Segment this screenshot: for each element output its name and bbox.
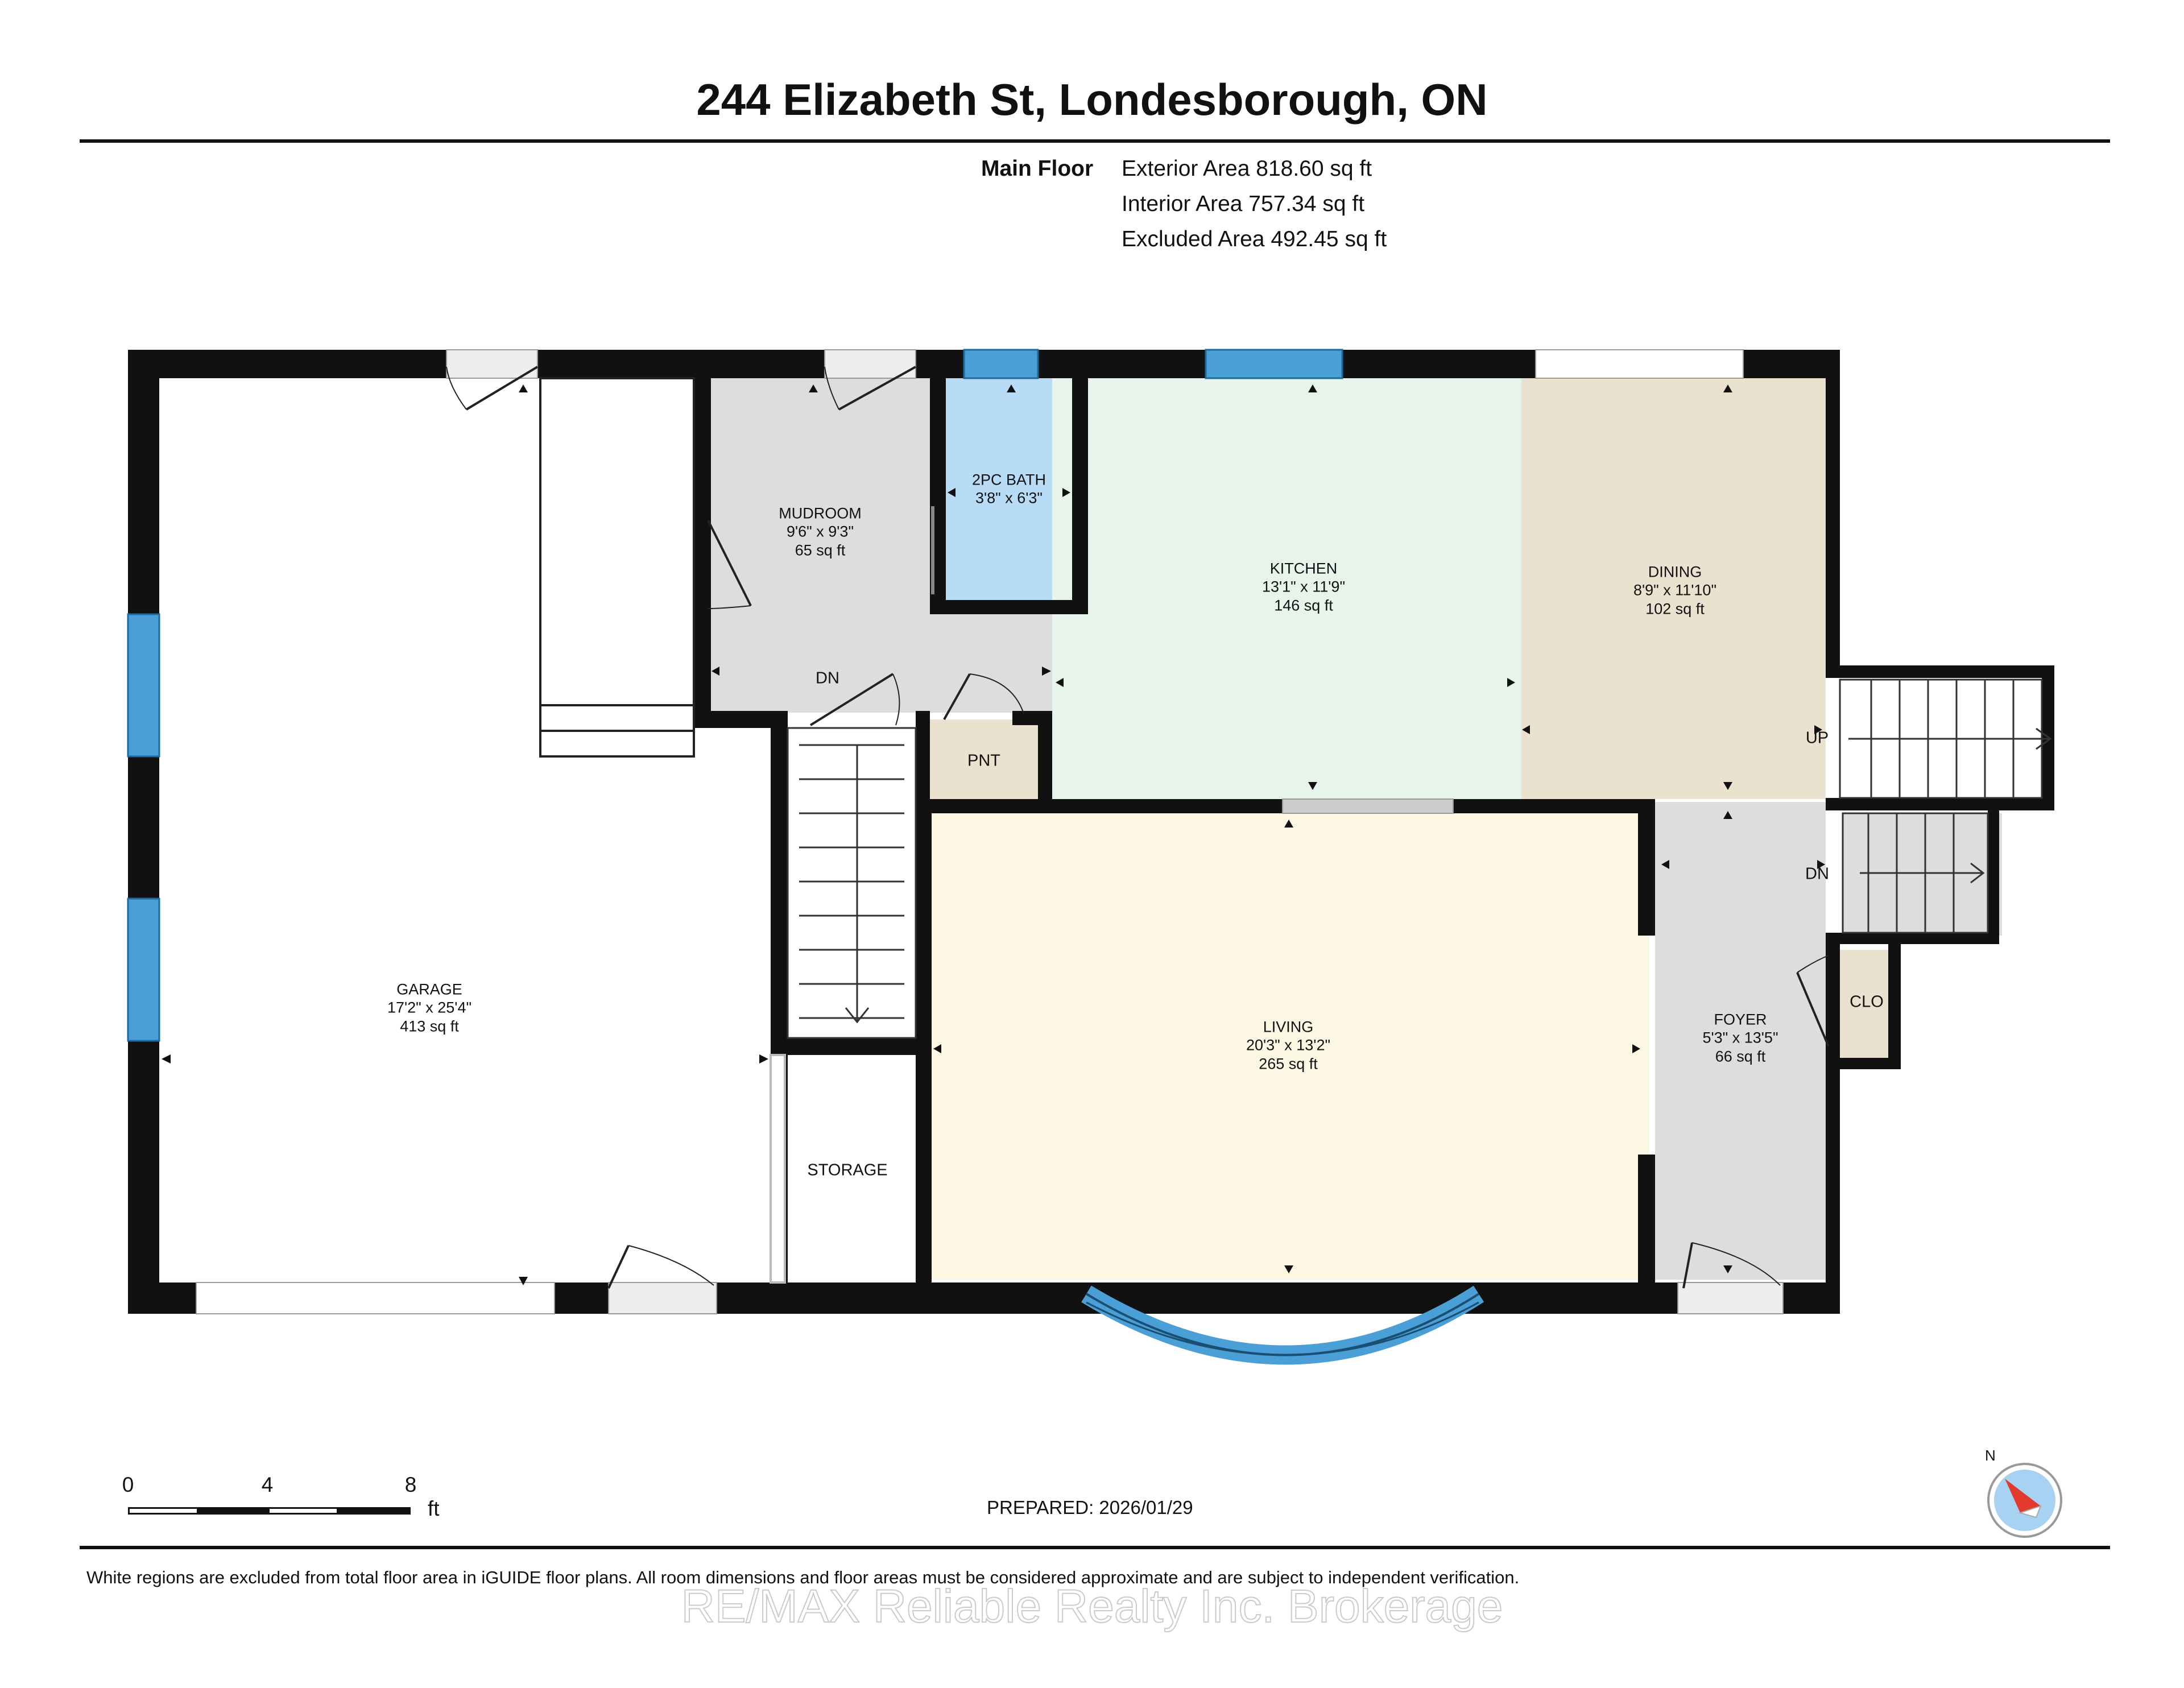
- room-bath: 2PC BATH 3'8" x 6'3": [972, 471, 1046, 508]
- header-divider: [80, 139, 2110, 143]
- room-name: LIVING: [1263, 1018, 1314, 1036]
- pantry-fill: [927, 719, 1038, 799]
- wall-bath-right: [1072, 378, 1088, 614]
- stairs-up: [1839, 678, 2052, 799]
- wall-top-right: [1749, 350, 1840, 378]
- room-closet: CLO: [1850, 992, 1884, 1011]
- garage-window-lower: [127, 897, 160, 1042]
- room-dims: 9'6" x 9'3": [786, 523, 854, 540]
- door-swings: [446, 366, 1830, 1289]
- dining-fill: [1521, 378, 1826, 799]
- scale-tick-4: 4: [261, 1473, 274, 1496]
- wall-right-upper: [1826, 350, 1840, 671]
- room-pantry: PNT: [967, 751, 1000, 770]
- excluded-area: Excluded Area 492.45 sq ft: [1122, 227, 1387, 251]
- bath-fill: [944, 378, 1072, 603]
- walls: [128, 350, 2054, 1314]
- foyer-door-gap: [1677, 1282, 1784, 1314]
- page-title: 244 Elizabeth St, Londesborough, ON: [696, 75, 1488, 125]
- floor-plan: [127, 349, 2054, 1365]
- wall-living-right: [1638, 799, 1655, 936]
- mud-top-door-gap: [824, 349, 916, 379]
- wall-mudroom-bottom: [694, 711, 774, 728]
- room-kitchen: KITCHEN 13'1" x 11'9" 146 sq ft: [1262, 559, 1345, 614]
- wall-stair-up-bottom: [1826, 798, 2054, 810]
- room-dims: 13'1" x 11'9": [1261, 578, 1346, 595]
- disclaimer-text: White regions are excluded from total fl…: [86, 1567, 1520, 1587]
- room-area: 146 sq ft: [1274, 597, 1333, 614]
- room-name: KITCHEN: [1269, 560, 1338, 577]
- room-dims: 5'3" x 13'5": [1702, 1029, 1778, 1046]
- room-dims: 8'9" x 11'10": [1633, 581, 1717, 599]
- wall-bath-bottom: [930, 600, 1088, 614]
- foyer-fill: [1655, 802, 1826, 1280]
- room-foyer: FOYER 5'3" x 13'5" 66 sq ft: [1702, 1010, 1778, 1065]
- room-area: 65 sq ft: [795, 541, 846, 559]
- wall-stair-bottom: [771, 1038, 930, 1055]
- wall-pantry-right: [1038, 711, 1052, 802]
- wall-foyer-right: [1826, 933, 1840, 1314]
- sliding-door-gap: [1535, 349, 1744, 379]
- kitchen-fill: [1052, 378, 1521, 799]
- room-area: 66 sq ft: [1715, 1048, 1766, 1065]
- room-name: DINING: [1648, 563, 1702, 581]
- room-dims: 3'8" x 6'3": [975, 490, 1043, 507]
- watermark-text: RE/MAX Reliable Realty Inc. Brokerage: [681, 1580, 1504, 1633]
- room-dining: DINING 8'9" x 11'10" 102 sq ft: [1633, 562, 1716, 618]
- room-mudroom: MUDROOM 9'6" x 9'3" 65 sq ft: [779, 504, 861, 559]
- room-dims: 20'3" x 13'2": [1246, 1036, 1331, 1054]
- windows: [127, 349, 1343, 1042]
- prepared-date: PREPARED: 2026/01/29: [987, 1497, 1193, 1518]
- wall-living-right-lower: [1638, 1155, 1655, 1285]
- room-name: MUDROOM: [779, 504, 862, 522]
- scale-tick-0: 0: [122, 1473, 134, 1496]
- garage-top-door-gap: [446, 349, 538, 379]
- floor-name: Main Floor: [981, 156, 1094, 181]
- garage-overhead-door: [196, 1282, 555, 1314]
- room-area: 102 sq ft: [1645, 600, 1705, 618]
- stair-label-down: DN: [816, 669, 839, 688]
- wall-stair-up-top: [1826, 665, 2053, 678]
- wall-storage-right: [916, 1055, 932, 1285]
- garage-window-upper: [127, 613, 160, 758]
- wall-stair-dn-bottom: [1837, 933, 1999, 944]
- room-living: LIVING 20'3" x 13'2" 265 sq ft: [1246, 1017, 1330, 1073]
- footer-divider: [80, 1546, 2110, 1549]
- room-storage: STORAGE: [807, 1161, 888, 1180]
- stair-label-foyer-down: DN: [1805, 864, 1829, 883]
- scale-unit: ft: [428, 1497, 440, 1520]
- kitchen-window: [1205, 349, 1343, 379]
- room-name: FOYER: [1714, 1011, 1767, 1028]
- dimension-arrows: [162, 384, 1825, 1285]
- interior-area: Interior Area 757.34 sq ft: [1122, 192, 1365, 216]
- garage-side-door-gap: [608, 1282, 717, 1314]
- room-name: GARAGE: [396, 980, 462, 998]
- living-fill: [927, 813, 1649, 1280]
- room-name: 2PC BATH: [971, 471, 1046, 489]
- kitchen-living-opening: [1282, 799, 1454, 814]
- compass-north-label: N: [1985, 1447, 1996, 1464]
- room-dims: 17'2" x 25'4": [387, 999, 472, 1016]
- compass-icon: N: [1985, 1447, 2062, 1538]
- room-area: 413 sq ft: [400, 1017, 459, 1035]
- wall-mudroom-left: [694, 378, 711, 728]
- exterior-area: Exterior Area 818.60 sq ft: [1122, 156, 1372, 181]
- stairs-foyer-dn: [1842, 812, 1989, 934]
- stairs-basement: [787, 727, 917, 1039]
- wall-left-outer: [128, 350, 159, 1314]
- bath-window: [963, 349, 1039, 379]
- garage-features: [539, 377, 786, 1284]
- wall-closet-right: [1888, 944, 1901, 1069]
- room-garage: GARAGE 17'2" x 25'4" 413 sq ft: [387, 980, 471, 1035]
- wall-stair-dn-right: [1988, 810, 1999, 944]
- room-area: 265 sq ft: [1259, 1055, 1318, 1073]
- scale-bar: 0 4 8 ft: [114, 1473, 466, 1541]
- wall-closet-bottom: [1826, 1058, 1901, 1069]
- stair-label-up: UP: [1805, 729, 1829, 747]
- scale-tick-8: 8: [404, 1473, 417, 1496]
- room-fills: [711, 378, 2002, 1280]
- wall-pantry-top: [1012, 711, 1052, 725]
- openings: [196, 349, 1784, 1314]
